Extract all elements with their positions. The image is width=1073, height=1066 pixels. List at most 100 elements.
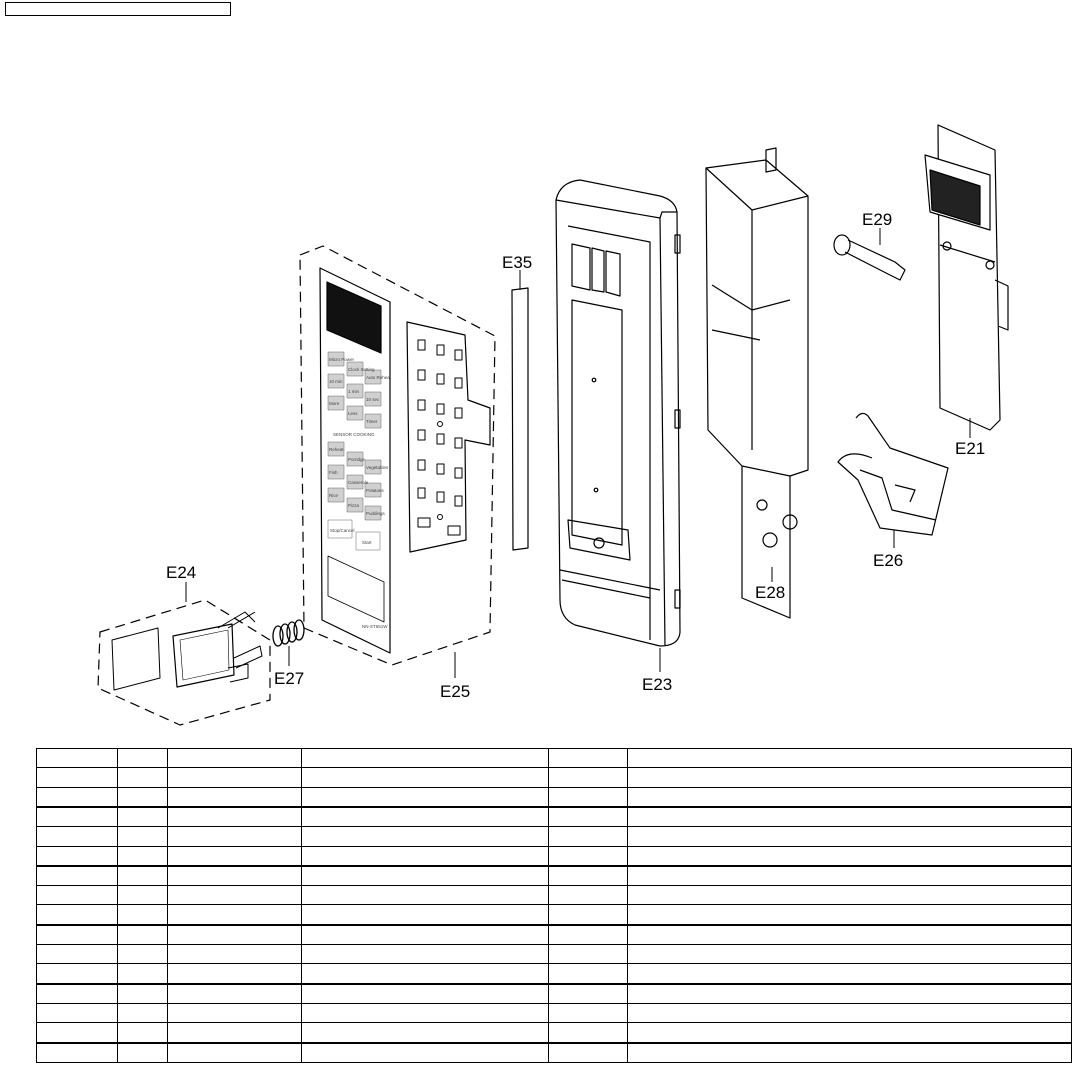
key-label: Reheat (329, 447, 344, 452)
table-cell (117, 1022, 168, 1044)
key-label: Pizza (348, 503, 360, 508)
table-cell (301, 805, 549, 828)
table-cell (301, 944, 549, 965)
e27-spring (272, 619, 305, 647)
table-row (36, 982, 1072, 1004)
table-cell (548, 767, 628, 788)
key-label: Fish (329, 470, 338, 475)
table-cell (36, 826, 118, 847)
table-cell (548, 1041, 628, 1063)
table-cell (167, 747, 302, 769)
callout-e23: E23 (642, 675, 672, 694)
table-cell (117, 826, 168, 847)
key-label: Rice (329, 493, 338, 498)
table-cell (548, 944, 628, 965)
callout-e27: E27 (274, 669, 304, 688)
keypad-section-label: SENSOR COOKING (333, 432, 375, 437)
table-cell (548, 786, 628, 808)
table-cell (117, 904, 168, 926)
table-cell (36, 786, 118, 808)
table-cell (117, 786, 168, 808)
table-row (36, 1041, 1072, 1063)
table-cell (548, 923, 628, 946)
table-cell (627, 786, 1072, 808)
table-cell (117, 963, 168, 985)
key-label: Casserole (348, 480, 369, 485)
keyboard-membrane (406, 321, 491, 553)
table-cell (167, 1022, 302, 1044)
table-cell (627, 944, 1072, 965)
table-cell (36, 982, 118, 1004)
table-cell (548, 845, 628, 867)
table-row (36, 885, 1072, 906)
table-cell (548, 747, 628, 769)
callout-e29: E29 (862, 210, 892, 229)
table-cell (548, 1022, 628, 1044)
table-cell (548, 864, 628, 887)
table-cell (548, 904, 628, 926)
e21-circuit-board (924, 124, 1009, 431)
table-row (36, 923, 1072, 946)
table-cell (301, 923, 549, 946)
table-cell (627, 767, 1072, 788)
key-label: 1 min (348, 389, 360, 394)
table-cell (117, 923, 168, 946)
table-row (36, 826, 1072, 847)
table-cell (36, 1041, 118, 1063)
table-cell (301, 747, 549, 769)
exploded-parts-diagram: E24 E27 E25 E35 E23 E28 E29 E21 E26 Micr… (97, 124, 1009, 726)
table-cell (36, 1022, 118, 1044)
key-label: Clock Setting (348, 367, 375, 372)
table-cell (301, 885, 549, 906)
table-cell (627, 1041, 1072, 1063)
table-row (36, 786, 1072, 808)
parts-table-body (36, 747, 1072, 1063)
table-cell (627, 904, 1072, 926)
table-cell (36, 805, 118, 828)
callout-e21: E21 (955, 439, 985, 458)
table-cell (36, 885, 118, 906)
table-cell (167, 923, 302, 946)
table-cell (117, 1041, 168, 1063)
table-cell (36, 845, 118, 867)
table-cell (301, 767, 549, 788)
table-cell (167, 1041, 302, 1063)
e25-dashed-frame (299, 245, 496, 666)
table-row (36, 904, 1072, 926)
table-row (36, 1002, 1072, 1024)
e35-strip (511, 287, 529, 551)
table-cell (36, 904, 118, 926)
key-label: Vegetables (366, 465, 389, 470)
table-cell (167, 826, 302, 847)
table-row (36, 845, 1072, 867)
key-label: 10 sec (366, 397, 380, 402)
table-cell (117, 944, 168, 965)
table-cell (301, 1041, 549, 1063)
callout-e26: E26 (873, 551, 903, 570)
key-label: Auto Reheat (366, 375, 392, 380)
e28-bracket (705, 147, 809, 619)
table-cell (36, 747, 118, 769)
table-cell (167, 944, 302, 965)
e23-control-frame (555, 179, 681, 647)
table-cell (548, 805, 628, 828)
table-cell (548, 885, 628, 906)
table-cell (117, 1002, 168, 1024)
table-cell (36, 944, 118, 965)
table-cell (627, 982, 1072, 1004)
table-cell (301, 963, 549, 985)
table-cell (117, 885, 168, 906)
table-cell (548, 982, 628, 1004)
key-label: 10 min (329, 379, 343, 384)
table-cell (167, 982, 302, 1004)
table-cell (301, 1022, 549, 1044)
table-cell (627, 963, 1072, 985)
table-cell (167, 845, 302, 867)
table-cell (627, 1022, 1072, 1044)
table-cell (167, 885, 302, 906)
table-cell (167, 1002, 302, 1024)
start-label: Start (362, 540, 372, 545)
key-label: Potatoes (366, 488, 385, 493)
table-cell (301, 982, 549, 1004)
table-cell (167, 786, 302, 808)
